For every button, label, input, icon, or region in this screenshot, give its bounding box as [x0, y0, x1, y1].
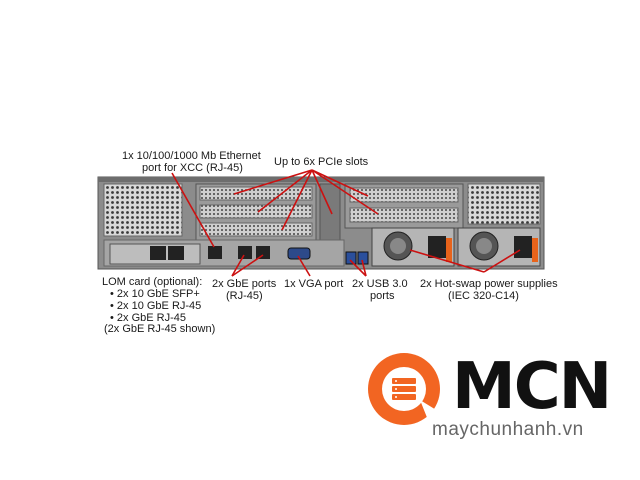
power-supply-1: [371, 227, 455, 267]
lom-item-2: • 2x 10 GbE RJ-45: [110, 300, 202, 312]
lom-note-label: (2x GbE RJ-45 shown): [104, 323, 216, 335]
usb-label-line2: ports: [370, 290, 395, 302]
mcn-logo-icon: [368, 353, 446, 425]
pcie-slot-block-right: [344, 183, 464, 229]
psu-label-line2: (IEC 320-C14): [448, 290, 519, 302]
callout-lines: [171, 169, 521, 277]
lom-title-label: LOM card (optional):: [102, 276, 203, 288]
lom-card: [109, 243, 201, 265]
left-vent-grille: [103, 183, 183, 237]
logo-domain: maychunhanh.vn: [432, 419, 584, 440]
gbe-label-line1: 2x GbE ports: [212, 278, 277, 290]
psu-label-line1: 2x Hot-swap power supplies: [420, 278, 558, 290]
xcc-ethernet-port: [208, 246, 222, 259]
xcc-port-label-line2: port for XCC (RJ-45): [142, 162, 243, 174]
vga-label: 1x VGA port: [284, 278, 344, 290]
lom-item-3: • 2x GbE RJ-45: [110, 312, 186, 324]
server-chassis: [97, 176, 545, 270]
power-supply-2: [457, 227, 541, 267]
lom-item-1: • 2x 10 GbE SFP+: [110, 288, 200, 300]
gbe-label-line2: (RJ-45): [226, 290, 263, 302]
pcie-slots-label: Up to 6x PCIe slots: [274, 156, 369, 168]
mcn-logo-text: MCN: [452, 350, 612, 424]
xcc-port-label-line1: 1x 10/100/1000 Mb Ethernet: [122, 150, 261, 162]
usb-label-line1: 2x USB 3.0: [352, 278, 408, 290]
gbe-ports: [238, 246, 270, 259]
right-vent-grille: [467, 183, 541, 225]
